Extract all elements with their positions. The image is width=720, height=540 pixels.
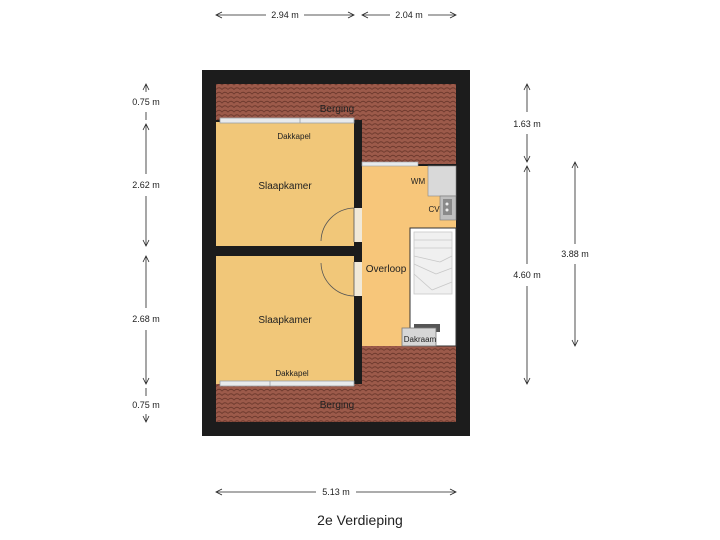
dakkapel-window-bottom xyxy=(219,380,355,387)
dim-right-3: 3.88 m xyxy=(561,249,589,259)
label-overloop: Overloop xyxy=(366,264,407,275)
label-berging-top: Berging xyxy=(320,104,354,115)
landing-window xyxy=(361,161,419,167)
dakraam xyxy=(401,327,437,347)
interior-wall-bedrooms xyxy=(216,246,362,256)
label-dakkapel-top: Dakkapel xyxy=(277,132,311,141)
washing-machine xyxy=(427,165,457,197)
dim-left-2: 2.62 m xyxy=(132,180,160,190)
label-wm: WM xyxy=(411,177,426,186)
dim-top-left: 2.94 m xyxy=(271,10,299,20)
label-slaapkamer-bottom: Slaapkamer xyxy=(258,315,312,326)
floor-title: 2e Verdieping xyxy=(317,512,403,528)
dimension-bottom xyxy=(215,488,457,496)
berging-top-area xyxy=(216,84,456,120)
label-dakkapel-bottom: Dakkapel xyxy=(275,369,309,378)
label-dakraam: Dakraam xyxy=(404,335,437,344)
roof-right-area xyxy=(362,120,456,164)
slaapkamer-bottom xyxy=(216,256,354,384)
dimension-left xyxy=(142,83,150,423)
label-cv: CV xyxy=(428,205,440,214)
dim-bottom: 5.13 m xyxy=(322,487,350,497)
dim-left-1: 0.75 m xyxy=(132,97,160,107)
dakkapel-window-top xyxy=(219,117,355,124)
interior-wall-landing xyxy=(354,120,362,384)
door-opening-top xyxy=(354,208,362,242)
label-slaapkamer-top: Slaapkamer xyxy=(258,181,312,192)
dimension-top xyxy=(215,11,457,19)
dim-left-3: 2.68 m xyxy=(132,314,160,324)
slaapkamer-top xyxy=(216,122,354,246)
door-opening-bottom xyxy=(354,262,362,296)
stair-void xyxy=(414,296,454,324)
stairs xyxy=(413,231,453,295)
door-swing-top xyxy=(320,207,355,242)
label-berging-bottom: Berging xyxy=(320,400,354,411)
dimension-right xyxy=(523,83,579,385)
berging-bottom-area xyxy=(216,384,456,422)
dim-top-right: 2.04 m xyxy=(395,10,423,20)
roof-lower-right-area xyxy=(362,346,456,384)
dim-left-4: 0.75 m xyxy=(132,400,160,410)
dim-right-2: 4.60 m xyxy=(513,270,541,280)
door-swing-bottom xyxy=(320,262,355,297)
dim-right-1: 1.63 m xyxy=(513,119,541,129)
